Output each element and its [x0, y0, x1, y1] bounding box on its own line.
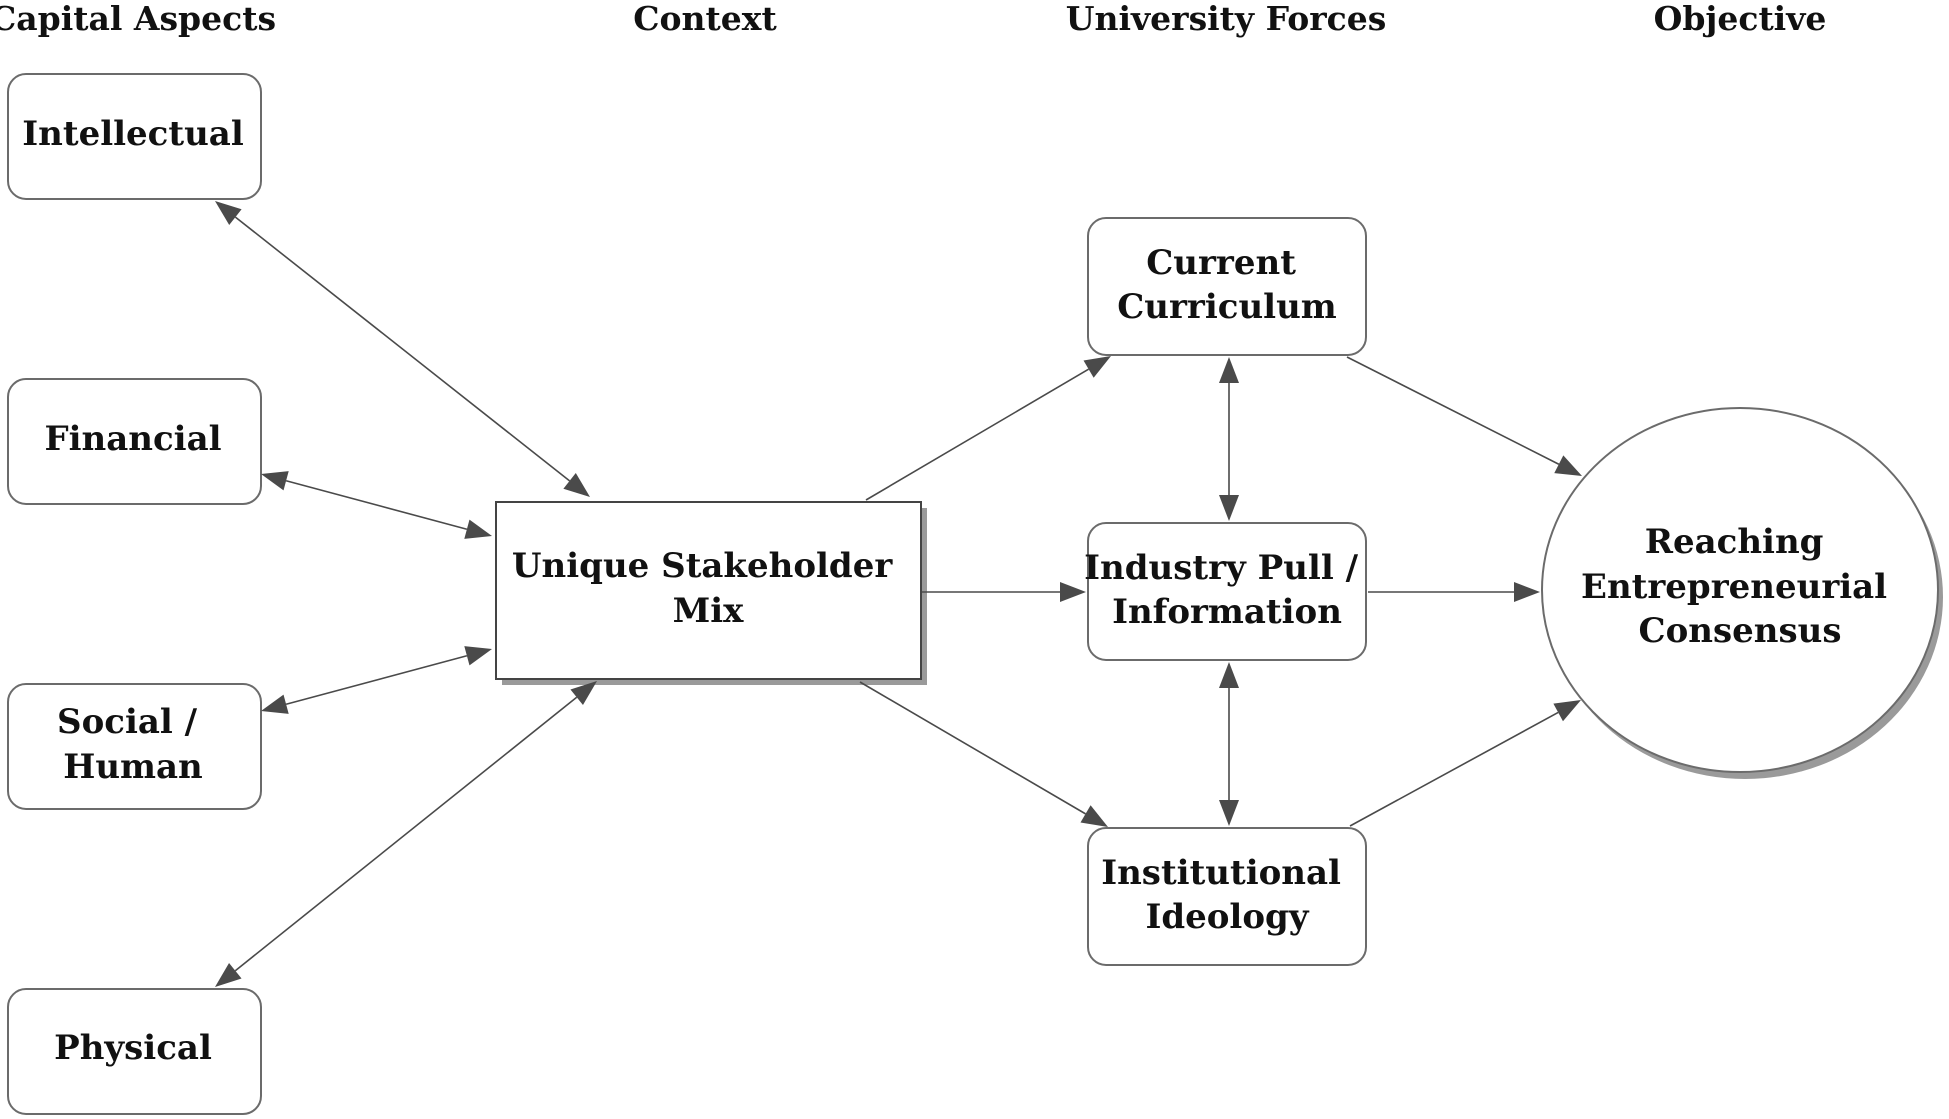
- edge-ideology-consensus: [1349, 700, 1581, 827]
- node-institutional-ideology-label: Institutional Ideology: [1101, 853, 1353, 937]
- edge-industry-ideology: [1219, 662, 1239, 826]
- edge-stakeholder-curriculum: [865, 356, 1111, 501]
- node-industry-pull: Industry Pull / Information: [1084, 522, 1370, 661]
- edge-physical-stakeholder: [215, 681, 597, 987]
- node-social-human: Social / Human: [7, 683, 262, 810]
- node-industry-pull-label: Industry Pull / Information: [1084, 548, 1370, 632]
- edge-social-stakeholder: [261, 646, 492, 714]
- node-stakeholder-mix: Unique Stakeholder Mix: [495, 501, 927, 685]
- node-physical-label: Physical: [54, 1028, 212, 1068]
- node-consensus-label: Reaching Entrepreneurial Consensus: [1581, 522, 1899, 651]
- column-heading-capital-aspects: Capital Aspects: [0, 0, 276, 38]
- edge-stakeholder-ideology: [859, 681, 1108, 827]
- node-current-curriculum: Current Curriculum: [1087, 217, 1367, 356]
- edge-industry-consensus: [1368, 582, 1540, 602]
- node-stakeholder-mix-label: Unique Stakeholder Mix: [512, 546, 904, 631]
- node-current-curriculum-label: Current Curriculum: [1117, 243, 1337, 327]
- node-intellectual: Intellectual: [7, 73, 262, 200]
- edge-financial-stakeholder: [261, 471, 492, 539]
- node-physical: Physical: [7, 988, 262, 1115]
- edge-curriculum-industry: [1219, 357, 1239, 521]
- node-financial-label: Financial: [44, 419, 221, 459]
- column-heading-context: Context: [633, 0, 777, 38]
- connectors: [215, 201, 1582, 987]
- node-financial: Financial: [7, 378, 262, 505]
- node-consensus: Reaching Entrepreneurial Consensus: [1541, 407, 1943, 779]
- node-intellectual-label: Intellectual: [22, 114, 244, 154]
- edge-stakeholder-industry: [922, 582, 1086, 602]
- column-heading-objective: Objective: [1654, 0, 1827, 38]
- node-social-human-label: Social / Human: [57, 702, 209, 787]
- node-institutional-ideology: Institutional Ideology: [1087, 827, 1367, 966]
- edge-curriculum-consensus: [1346, 356, 1582, 476]
- column-heading-university-forces: University Forces: [1066, 0, 1387, 38]
- edge-intellectual-stakeholder: [215, 201, 590, 497]
